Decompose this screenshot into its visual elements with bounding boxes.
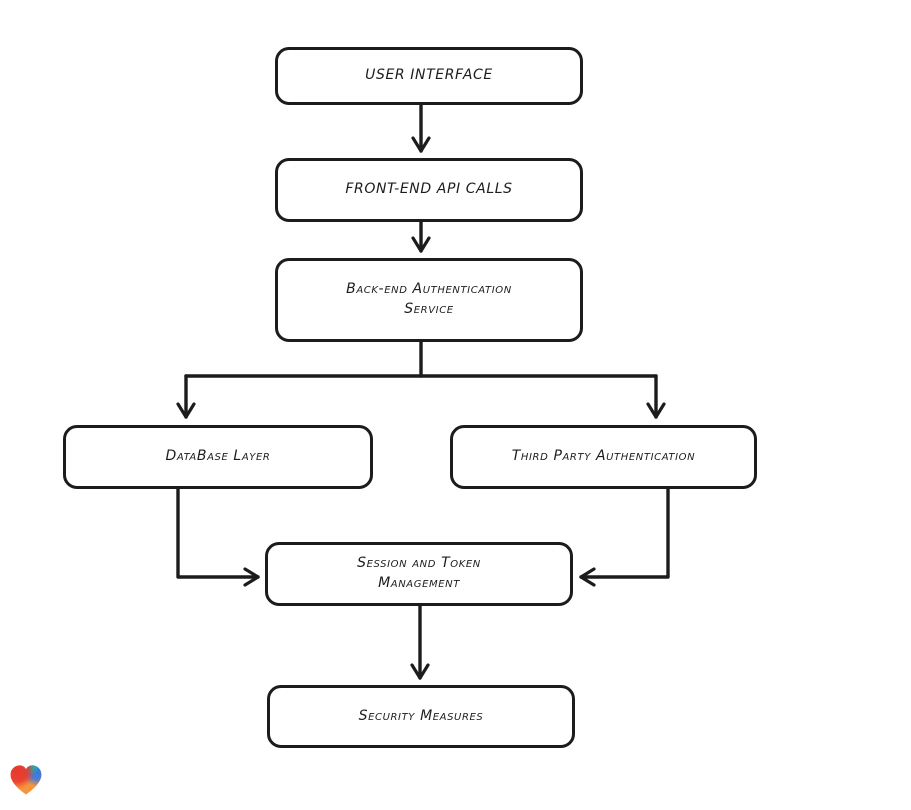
node-label: FRONT-END API CALLS xyxy=(345,181,513,198)
node-label: Back-end Authentication Service xyxy=(346,281,512,317)
node-front-end-api-calls: FRONT-END API CALLS xyxy=(275,158,583,222)
node-third-party-authentication: Third Party Authentication xyxy=(450,425,757,489)
node-label: DataBase Layer xyxy=(165,448,271,465)
node-security-measures: Security Measures xyxy=(267,685,575,748)
node-label: USER INTERFACE xyxy=(365,67,493,84)
node-label: Third Party Authentication xyxy=(511,448,696,465)
node-label: Session and Token Management xyxy=(357,555,481,591)
edge-database-layer-to-session xyxy=(176,487,260,587)
node-user-interface: USER INTERFACE xyxy=(275,47,583,105)
node-back-end-authentication-service: Back-end Authentication Service xyxy=(275,258,583,342)
gradient-heart-logo[interactable] xyxy=(7,760,45,798)
node-session-and-token-management: Session and Token Management xyxy=(265,542,573,606)
node-label: Security Measures xyxy=(358,707,484,724)
node-database-layer: DataBase Layer xyxy=(63,425,373,489)
edge-third-party-to-session xyxy=(579,487,670,587)
